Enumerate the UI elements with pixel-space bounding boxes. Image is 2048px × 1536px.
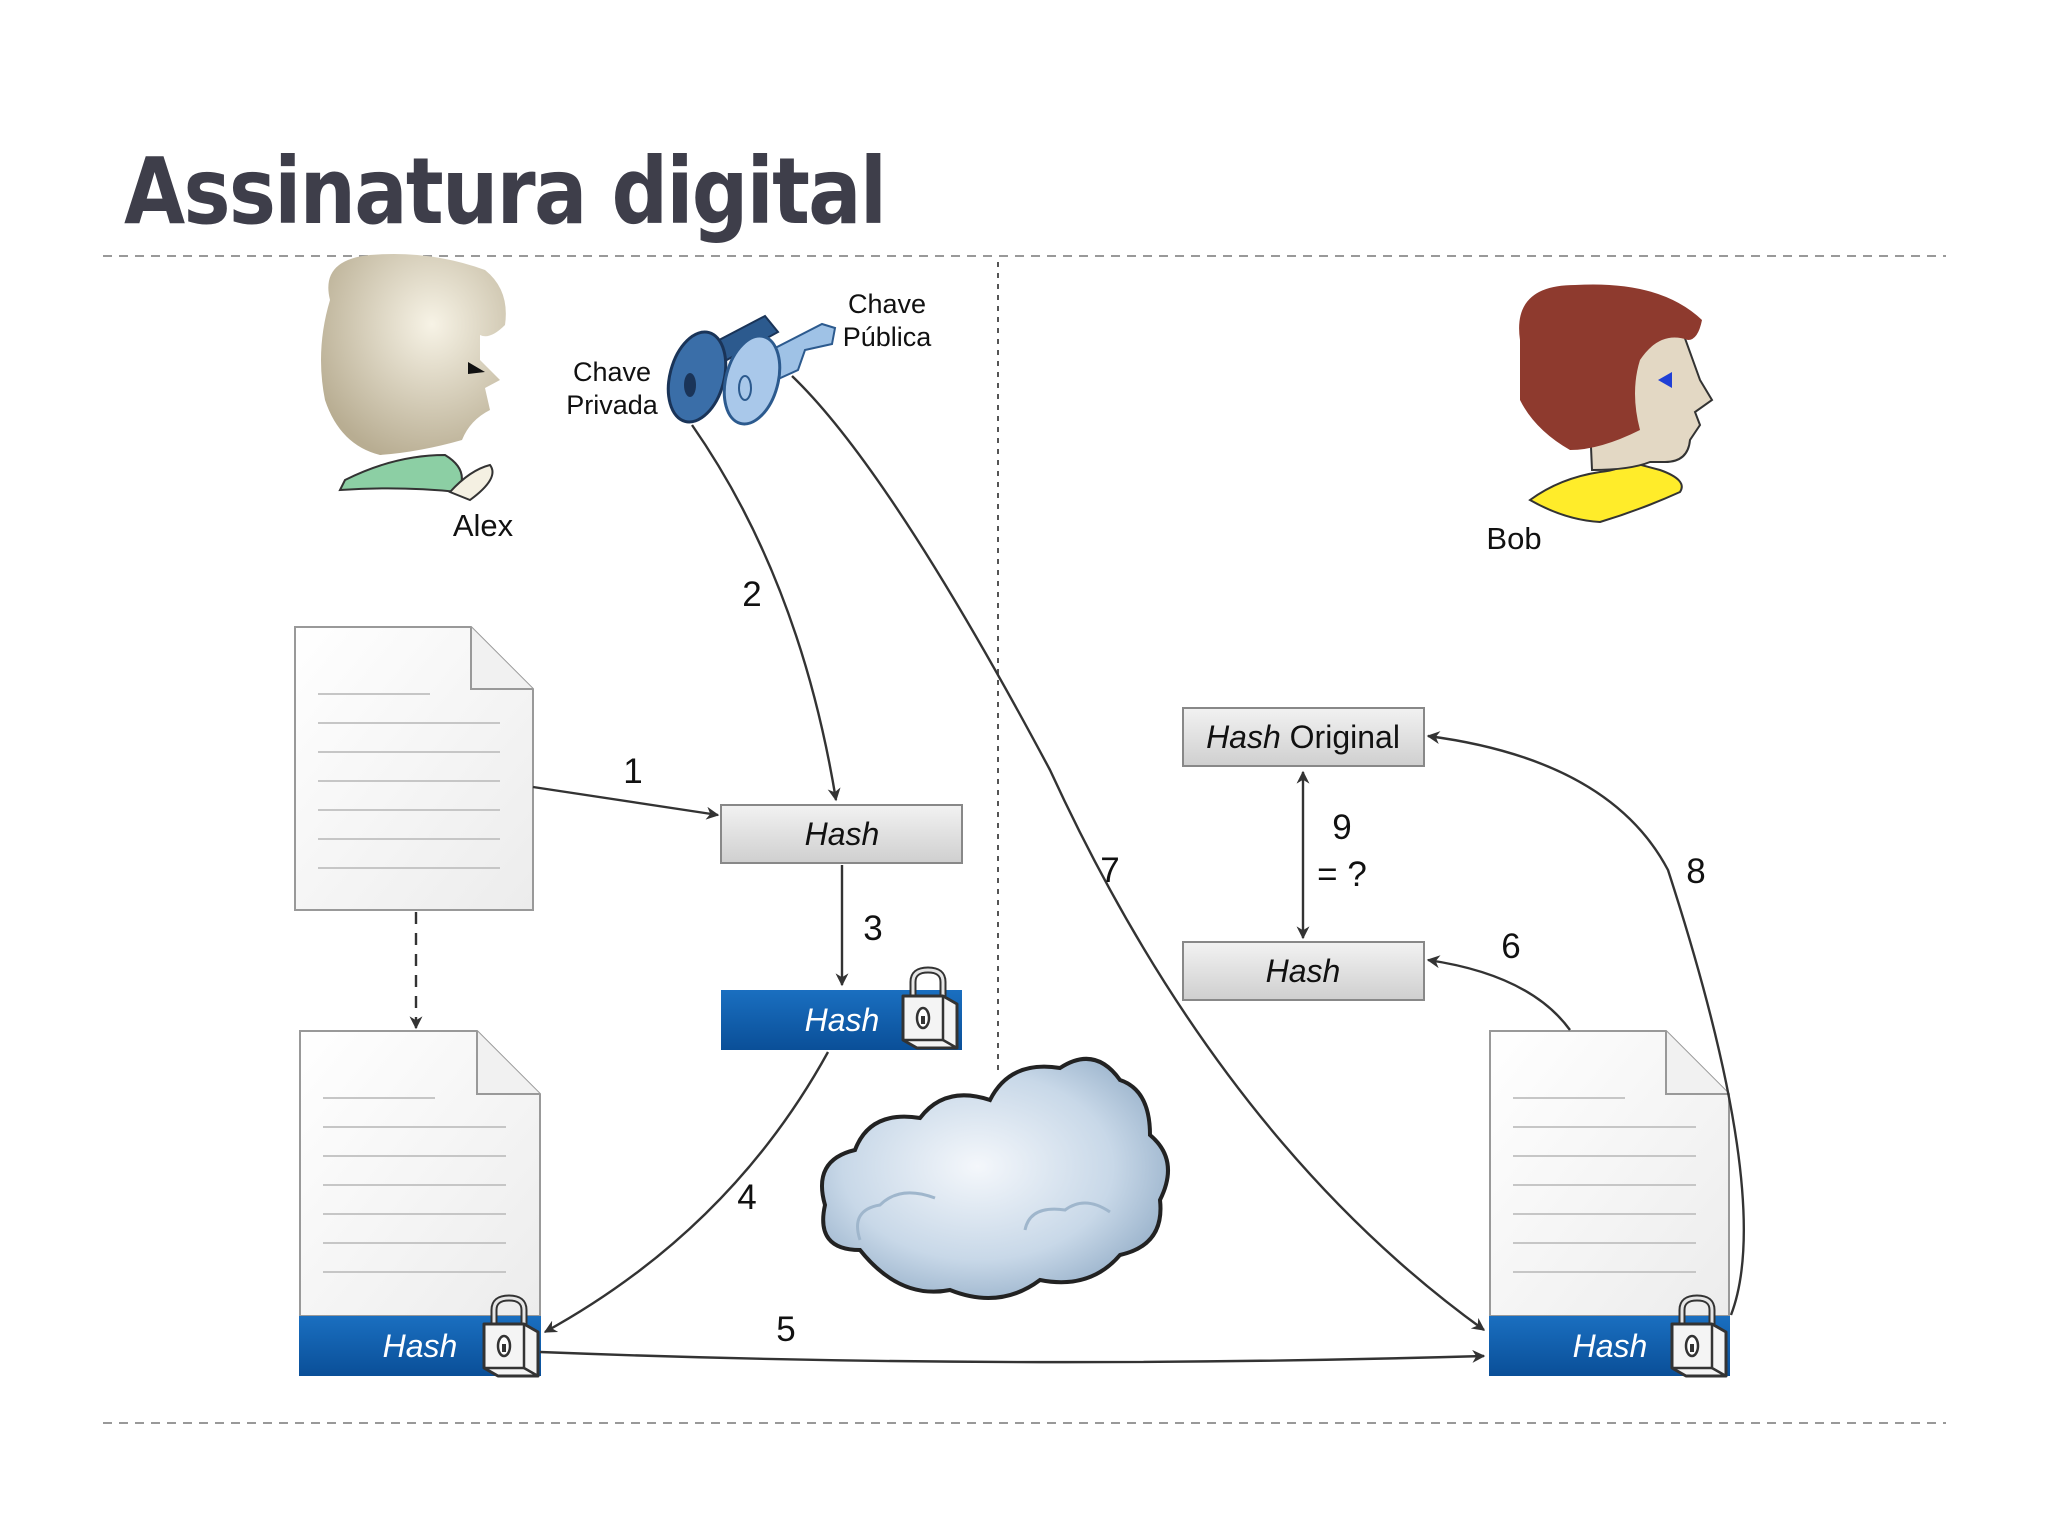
svg-text:Hash Original: Hash Original [1206, 719, 1400, 755]
alex-signed-hash-label: Hash [383, 1328, 458, 1364]
step-3: 3 [863, 909, 882, 948]
arrow-2 [691, 424, 841, 802]
svg-text:Hash: Hash [805, 816, 880, 852]
encrypted-hash-lock-icon [903, 970, 957, 1048]
svg-text:Hash: Hash [805, 1002, 880, 1038]
public-key-label-line2: Pública [843, 322, 933, 352]
step-9: 9 [1332, 808, 1351, 847]
private-key-label-line1: Chave [573, 357, 651, 387]
arrow-8 [1426, 731, 1745, 1316]
step-1: 1 [623, 752, 642, 791]
step-8: 8 [1686, 852, 1705, 891]
step-7: 7 [1100, 851, 1119, 890]
arrow-4 [543, 1051, 830, 1334]
bob-avatar: Bob [1486, 284, 1714, 556]
step-5: 5 [776, 1310, 795, 1349]
step-2: 2 [742, 575, 761, 614]
private-key-icon [666, 314, 780, 424]
alex-avatar: Alex [321, 254, 514, 543]
bob-signed-hash-label: Hash [1573, 1328, 1648, 1364]
step-4: 4 [737, 1178, 756, 1217]
step-6: 6 [1501, 927, 1520, 966]
hash-original-box: Hash Original [1182, 707, 1425, 767]
arrow-7 [791, 375, 1486, 1331]
original-document [294, 626, 534, 911]
hash-original-italic: Hash [1206, 719, 1281, 755]
cloud-icon [820, 1057, 1170, 1300]
public-key-label-line1: Chave [848, 289, 926, 319]
page-title: Assinatura digital [124, 138, 887, 245]
flow-arrows [409, 375, 1745, 1364]
svg-text:Hash: Hash [1266, 953, 1341, 989]
arrow-5 [539, 1349, 1486, 1364]
private-key-label-line2: Privada [566, 390, 659, 420]
bob-hash-box: Hash [1182, 941, 1425, 1001]
public-key-icon [722, 322, 837, 426]
alex-label: Alex [453, 508, 514, 543]
alex-hash-box: Hash [720, 804, 963, 864]
compare-label: = ? [1317, 855, 1367, 894]
bob-label: Bob [1486, 521, 1541, 556]
arrow-6 [1426, 955, 1571, 1031]
step-numbers: 1 2 3 4 5 6 7 8 9 = ? [623, 575, 1705, 1349]
hash-original-rest: Original [1281, 719, 1400, 755]
arrow-1 [532, 785, 720, 820]
